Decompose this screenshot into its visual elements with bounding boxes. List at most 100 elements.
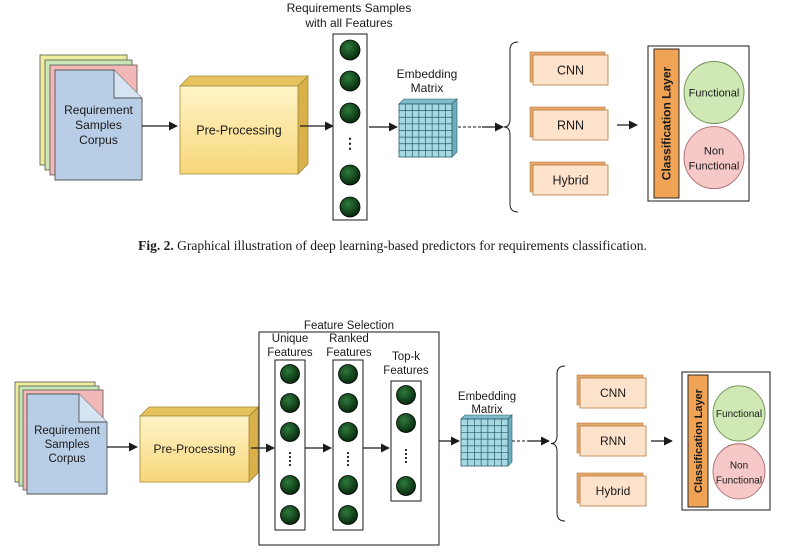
classification-layer-bar: [653, 48, 680, 199]
neuron-4: [339, 164, 361, 186]
model-hybrid-2-label: Hybrid: [596, 484, 631, 498]
corpus-text-line-2: Corpus: [79, 133, 118, 147]
embedding-top-face: [460, 414, 513, 420]
neuron-column-frame: [332, 359, 364, 531]
caption-text: Graphical illustration of deep learning-…: [177, 238, 647, 253]
topk-features-label-line-1: Features: [383, 365, 429, 377]
neuron-4: [280, 475, 300, 495]
ranked-ellipsis-dot-2: [346, 459, 350, 463]
unique-ellipsis-dot-3: [288, 463, 292, 467]
corpus-text-line-1: Samples: [75, 118, 122, 132]
neuron-0: [339, 39, 361, 61]
ranked-features-label-line-0: Ranked: [329, 333, 369, 345]
model-hybrid-label: Hybrid: [552, 173, 588, 187]
embedding-label-line-1: Matrix: [411, 81, 444, 95]
neuron-column-frame: [274, 359, 306, 531]
non-functional-label-line-1: Functional: [689, 161, 740, 173]
topk-ellipsis-dot-3: [404, 460, 408, 464]
corpus-text-line-2: Corpus: [48, 453, 85, 465]
preprocessing-side-face: [248, 406, 259, 483]
ranked-neuron-column: [332, 359, 364, 531]
non-functional-label-line-0: Non: [730, 460, 748, 471]
ranked-ellipsis-dot-0: [346, 451, 350, 455]
classification-layer-label: Classification Layer: [693, 388, 705, 493]
functional-label: Functional: [716, 409, 762, 420]
preprocessing-block: Pre-Processing: [179, 75, 309, 175]
model-rnn-face: [532, 109, 609, 141]
neuron-1: [280, 393, 300, 413]
samples-ellipsis: ⋮: [343, 135, 357, 151]
functional-ellipse: [683, 61, 745, 124]
model-cnn-2-label: CNN: [600, 386, 626, 400]
diagram-1: RequirementSamplesCorpusPre-ProcessingRe…: [39, 1, 750, 221]
model-hybrid: Hybrid: [529, 161, 609, 196]
neuron-column-frame: [332, 33, 368, 221]
neuron-1: [339, 70, 361, 92]
model-hybrid-2-face: [579, 475, 647, 507]
preprocessing-top-face: [179, 75, 309, 87]
ranked-ellipsis-dot-1: [346, 455, 350, 459]
embedding-side-face: [451, 98, 458, 158]
model-hybrid-2: Hybrid: [576, 472, 647, 507]
samples-title-line-1: with all Features: [304, 16, 392, 30]
neuron-5: [339, 196, 361, 218]
model-rnn-2-label: RNN: [600, 434, 626, 448]
embedding-matrix-2: [460, 414, 513, 467]
topk-ellipsis-dot-0: [404, 448, 408, 452]
topk-ellipsis-dot-1: [404, 452, 408, 456]
functional-ellipse: [712, 385, 766, 442]
embedding-label-line-0: Embedding: [397, 67, 458, 81]
preprocessing-block-2: Pre-Processing: [139, 406, 259, 483]
figure-caption: Fig. 2. Graphical illustration of deep l…: [0, 238, 785, 254]
non-functional-label-line-1: Functional: [716, 475, 762, 486]
model-cnn: CNN: [529, 51, 609, 86]
caption-label: Fig. 2.: [138, 238, 174, 253]
neuron-0: [338, 364, 358, 384]
preprocessing-label: Pre-Processing: [196, 123, 281, 137]
unique-ellipsis-dot-2: [288, 459, 292, 463]
feature-selection-frame: [258, 331, 440, 546]
corpus-text-line-0: Requirement: [34, 425, 101, 437]
samples-title-line-0: Requirements Samples: [287, 1, 412, 15]
embedding-label-2-line-1: Matrix: [471, 404, 503, 416]
neuron-0: [396, 385, 416, 405]
models-brace-1: [503, 41, 519, 213]
classification-layer-bar: [687, 374, 709, 508]
non-functional-ellipse: [712, 443, 766, 500]
corpus-text-line-0: Requirement: [64, 103, 133, 117]
unique-ellipsis-dot-1: [288, 455, 292, 459]
ranked-features-label-line-1: Features: [326, 347, 372, 359]
topk-neuron-column: [390, 380, 422, 502]
model-cnn-2: CNN: [576, 374, 647, 409]
preprocessing-side-face: [297, 75, 309, 175]
model-rnn-2: RNN: [576, 422, 647, 457]
embedding-side-face: [507, 414, 513, 467]
ranked-ellipsis-dot-3: [346, 463, 350, 467]
neuron-2: [339, 102, 361, 124]
embedding-label-2-line-0: Embedding: [458, 391, 516, 403]
functional-label: Functional: [689, 87, 740, 99]
model-rnn: RNN: [529, 106, 609, 141]
neuron-2: [280, 422, 300, 442]
model-hybrid-face: [532, 164, 609, 196]
model-cnn-face: [532, 54, 609, 86]
neuron-2: [338, 422, 358, 442]
neuron-1: [396, 413, 416, 433]
topk-ellipsis-dot-2: [404, 456, 408, 460]
model-cnn-label: CNN: [557, 63, 584, 77]
neuron-4: [338, 475, 358, 495]
neuron-0: [280, 364, 300, 384]
embedding-matrix-1: [398, 98, 458, 158]
samples-neuron-column: [332, 33, 368, 221]
neuron-1: [338, 393, 358, 413]
preprocessing-front-face: [139, 415, 250, 483]
corpus-text-line-1: Samples: [45, 439, 90, 451]
unique-features-label-line-0: Unique: [272, 333, 308, 345]
